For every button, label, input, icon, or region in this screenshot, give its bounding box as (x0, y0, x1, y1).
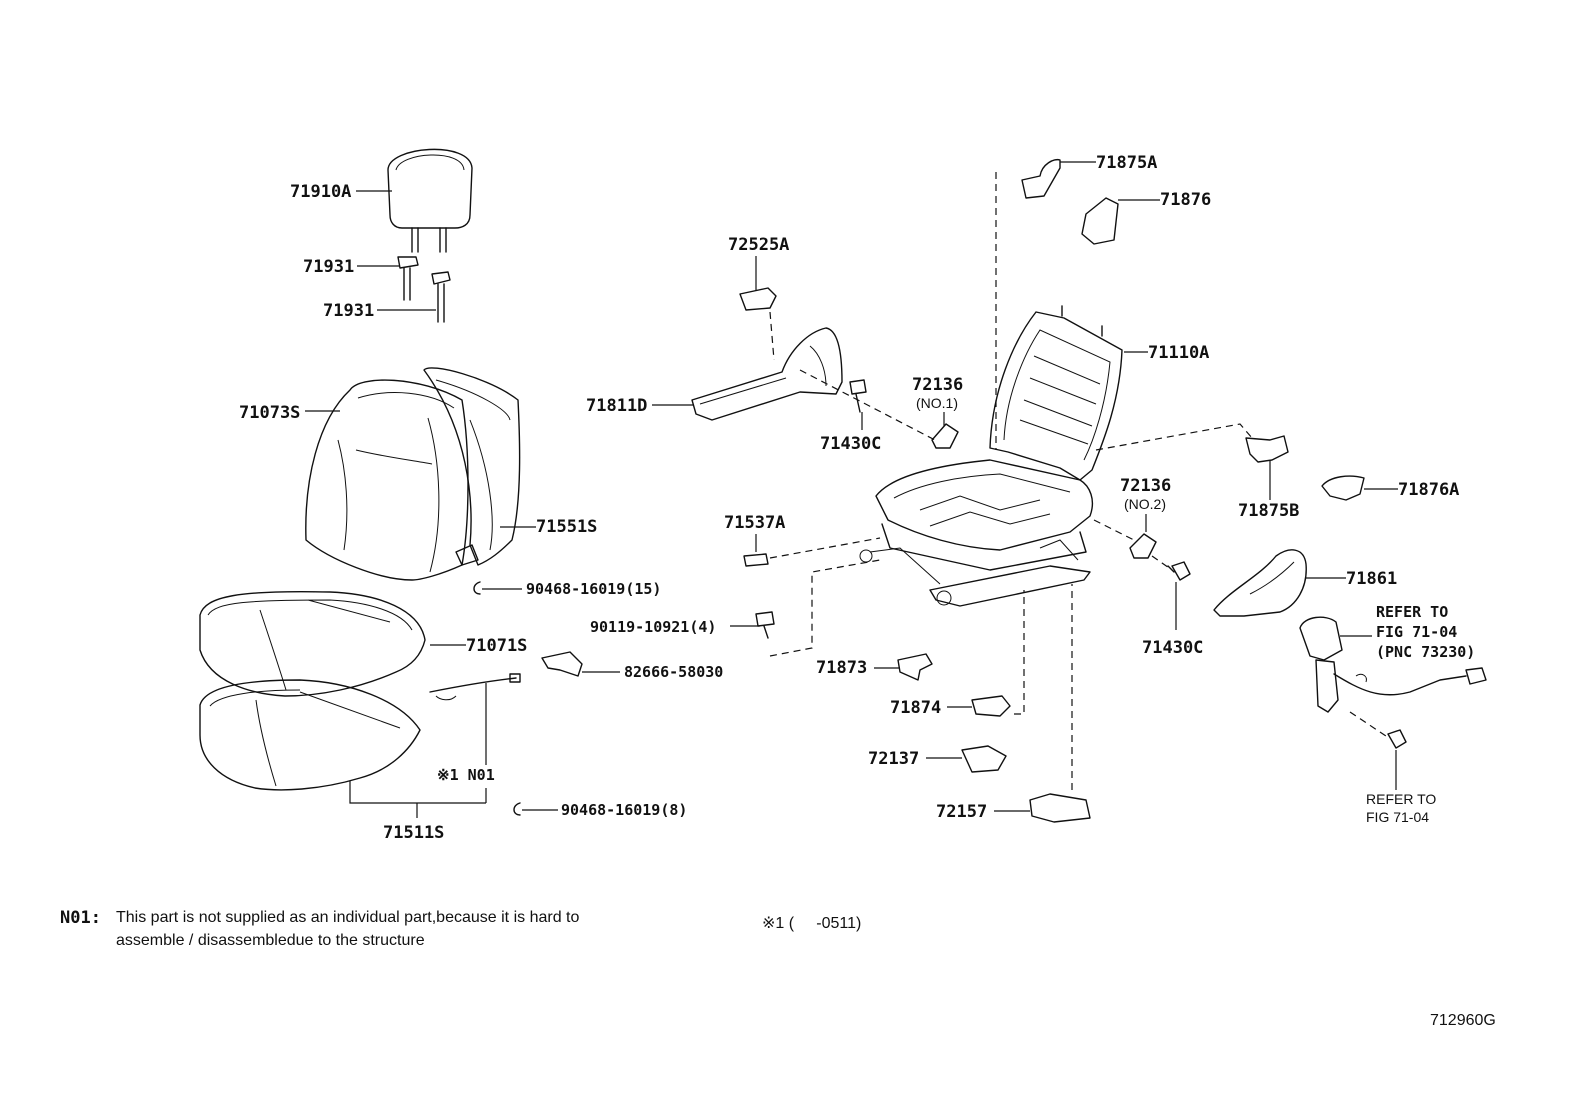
label-71875B: 71875B (1238, 501, 1299, 521)
figure-id: 712960G (1430, 1012, 1496, 1029)
cover-72136-no2-drawing (1129, 533, 1157, 559)
label-71073S: 71073S (239, 403, 300, 423)
label-72136-no1: 72136 (912, 375, 963, 395)
label-71811D: 71811D (586, 396, 647, 416)
cover-72137-drawing (961, 745, 1007, 773)
label-71876: 71876 (1160, 190, 1211, 210)
headrest-support-drawing (397, 256, 451, 323)
label-refer-2-line2: FIG 71-04 (1366, 809, 1429, 825)
clip-71874-drawing (971, 695, 1011, 717)
label-71511S: 71511S (383, 823, 444, 843)
cover-72136-no1-drawing (931, 423, 959, 449)
label-82666-58030: 82666-58030 (624, 663, 723, 681)
label-72136-no2: 72136 (1120, 476, 1171, 496)
label-refer-1-line3: (PNC 73230) (1376, 643, 1475, 661)
label-90468-16019-8: 90468-16019(8) (561, 801, 687, 819)
footnote-line-2: assemble / disassembledue to the structu… (116, 932, 425, 949)
guide-71875B-drawing (1245, 435, 1289, 463)
footnote-line-1: This part is not supplied as an individu… (116, 909, 580, 926)
cover-72157-drawing (1029, 793, 1091, 823)
label-refer-1-line2: FIG 71-04 (1376, 623, 1457, 641)
bolt-71430C-right-drawing (1167, 561, 1191, 581)
switch-harness-drawing (1299, 616, 1487, 713)
guide-71875A-drawing (1021, 158, 1061, 199)
label-72157: 72157 (936, 802, 987, 822)
label-90119-10921: 90119-10921(4) (590, 618, 716, 636)
label-refer-1-line1: REFER TO (1376, 603, 1448, 621)
label-71910A: 71910A (290, 182, 351, 202)
screw-90119-drawing (755, 611, 775, 639)
label-71551S: 71551S (536, 517, 597, 537)
label-71071S: 71071S (466, 636, 527, 656)
label-71874: 71874 (890, 698, 941, 718)
harness-drawing (429, 673, 521, 701)
guide-71876-drawing (1081, 197, 1119, 245)
label-72136-no2-sub: (NO.2) (1124, 496, 1166, 512)
headrest-drawing (387, 148, 473, 253)
clip-71873-drawing (897, 653, 933, 681)
label-71430C-right: 71430C (1142, 638, 1203, 658)
label-72136-no1-sub: (NO.1) (916, 395, 958, 411)
label-71875A: 71875A (1096, 153, 1157, 173)
label-72525A: 72525A (728, 235, 789, 255)
seat-cushion-drawing (199, 590, 426, 791)
label-71931-upper: 71931 (303, 257, 354, 277)
knob-71861-drawing (1213, 549, 1307, 617)
label-72137: 72137 (868, 749, 919, 769)
seat-frame-drawing (859, 305, 1123, 607)
label-71873: 71873 (816, 658, 867, 678)
label-refer-2-line1: REFER TO (1366, 791, 1436, 807)
bolt-71430C-left-drawing (849, 379, 867, 413)
cap-72525A-drawing (739, 287, 777, 311)
hog-ring-icon (473, 581, 481, 595)
label-71537A: 71537A (724, 513, 785, 533)
label-71876A: 71876A (1398, 480, 1459, 500)
label-71931-lower: 71931 (323, 301, 374, 321)
footnote-code: N01: (60, 908, 101, 928)
cover-71537A-drawing (743, 553, 769, 567)
hog-ring-icon-2 (513, 802, 521, 816)
cover-71876A-drawing (1321, 475, 1365, 501)
label-90468-16019-15: 90468-16019(15) (526, 580, 661, 598)
seat-back-drawing (305, 367, 521, 581)
label-71861: 71861 (1346, 569, 1397, 589)
label-71110A: 71110A (1148, 343, 1209, 363)
label-N01: ※1 N01 (437, 766, 495, 784)
shield-71811D-drawing (691, 327, 843, 421)
label-71430C-left: 71430C (820, 434, 881, 454)
bracket-82666-drawing (541, 651, 583, 677)
bolt-refer-drawing (1387, 729, 1407, 749)
footnote-mark: ※1 ( -0511) (762, 915, 862, 932)
